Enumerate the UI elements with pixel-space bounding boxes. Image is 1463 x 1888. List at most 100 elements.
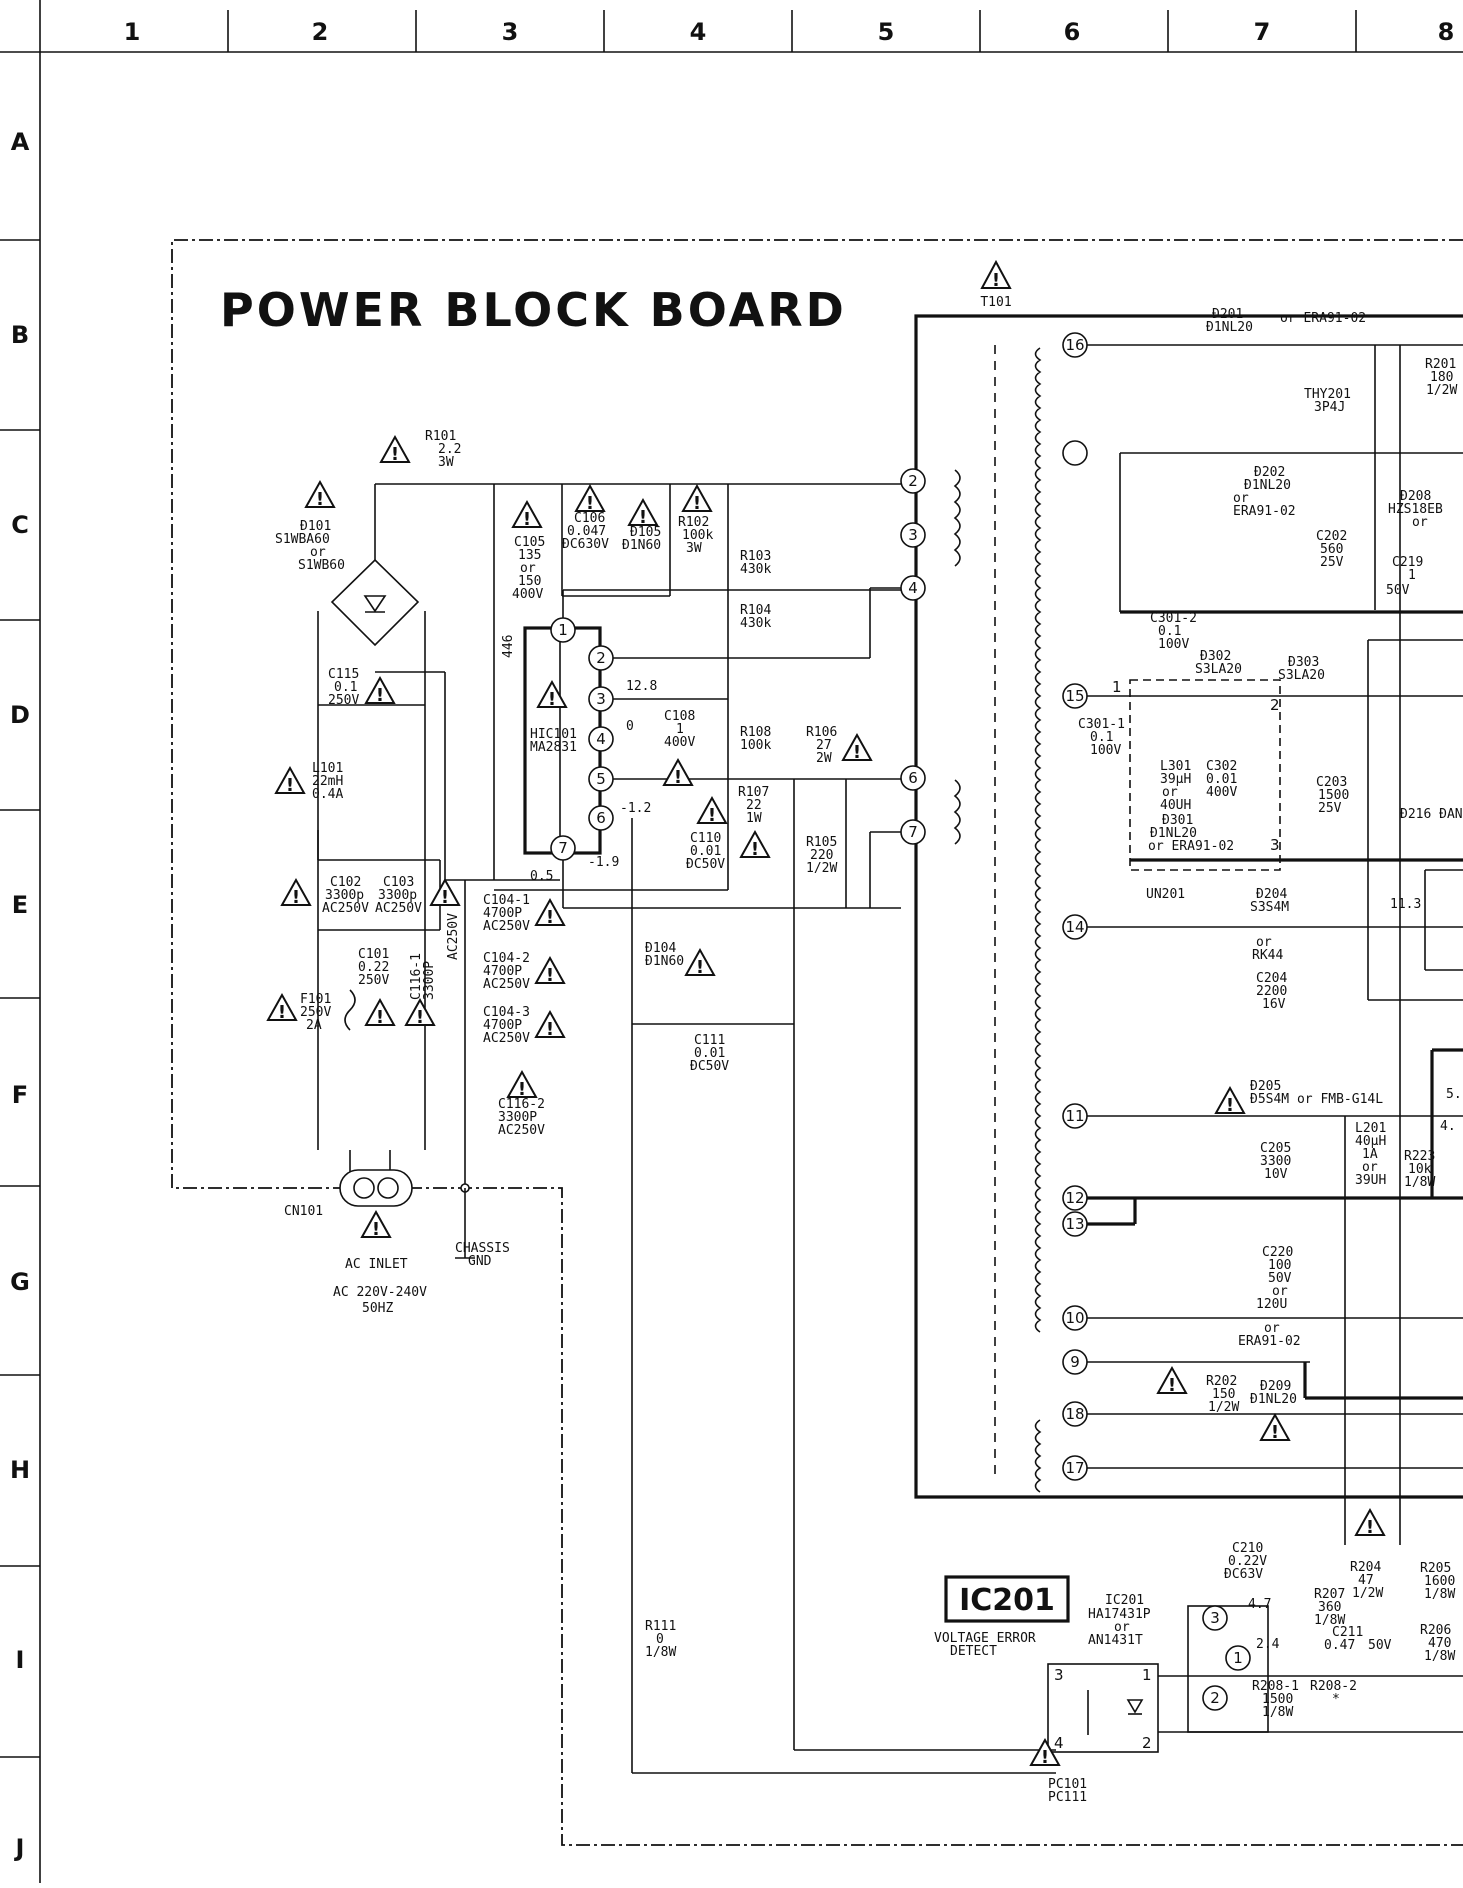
ic201-alt: AN1431T [1088,1633,1143,1648]
r108-ref: R108 [740,725,771,740]
t101-label: T101 [980,295,1011,310]
l301-ref: L301 [1160,759,1191,774]
ac-input-wiring [317,483,901,1188]
photocoupler-pc101: 3 4 1 2 [1047,1663,1159,1753]
c116-1-value: 3300P [422,961,437,1000]
ic201-pin-2: 2 [1210,1689,1220,1707]
un201-pin-1: 1 [1112,678,1122,696]
c202-value: 560 [1320,542,1343,557]
d201-ref: Ð201 [1212,307,1243,322]
pc111-ref: PC111 [1048,1790,1087,1805]
c203-value: 1500 [1318,788,1349,803]
c106-value: 0.047 [567,524,606,539]
svg-text:!: ! [391,444,399,465]
grid-col-2: 2 [312,18,329,46]
ic201-box-label: IC201 [959,1583,1055,1618]
l101-current: 0.4A [312,787,343,802]
r201-value: 180 [1430,370,1453,385]
c101-volt: 250V [358,973,389,988]
hic-pin-4: 4 [596,730,606,748]
l301-alt: 40UH [1160,798,1191,813]
c301-2-value: 0.1 [1158,624,1181,639]
t101-warning: ! T101 [980,259,1012,310]
un201-pin-3: 3 [1270,836,1280,854]
r204-ref: R204 [1350,1560,1381,1575]
d101-part: S1WBA60 [275,532,330,547]
d216-ref: Ð216 ÐAN [1400,807,1463,822]
d303-ref: Ð303 [1288,655,1319,670]
r101-power: 3W [438,455,454,470]
ic201-pin-1: 1 [1233,1649,1243,1667]
d208-ref: Ð208 [1400,489,1431,504]
c219-volt: 50V [1386,583,1410,598]
t101-secondary-pins: 16 15 14 11 12 13 10 9 18 17 [1062,332,1088,1481]
inlet-label: AC INLET [345,1257,408,1272]
voltage-5: 5. [1446,1087,1462,1102]
hic101-part: MA2831 [530,740,577,755]
hic-pin-5: 5 [596,770,606,788]
t101-pin-6: 6 [908,769,918,787]
c205-ref: C205 [1260,1141,1291,1156]
grid-row-b: B [11,321,29,349]
hic-pin-7: 7 [558,839,568,857]
un201-ref: UN201 [1146,887,1185,902]
c105-value: 135 [518,548,541,563]
r201-power: 1/2W [1426,383,1457,398]
c302-value: 0.01 [1206,772,1237,787]
r102-value: 100k [682,528,713,543]
d209-alt: ERA91-02 [1238,1334,1301,1349]
d101-alt: S1WB60 [298,558,345,573]
svg-text:!: ! [674,767,682,788]
r208-1-power: 1/8W [1262,1705,1293,1720]
r205-power: 1/8W [1424,1587,1455,1602]
f101-volt: 250V [300,1005,331,1020]
thy201-part: 3P4J [1314,400,1345,415]
c210-volt: ÐC63V [1224,1567,1263,1582]
c101-ref: C101 [358,947,389,962]
r106-value: 27 [816,738,832,753]
pc-pin-3: 3 [1054,1666,1064,1684]
grid-row-a: A [11,128,30,156]
t101-pin-2: 2 [908,472,918,490]
r103-ref: R103 [740,549,771,564]
grid-row-e: E [12,891,28,919]
svg-text:!: ! [546,907,554,928]
r205-ref: R205 [1420,1561,1451,1576]
c205-volt: 10V [1264,1167,1288,1182]
t101-pin-4: 4 [908,579,918,597]
c301-1-volt: 100V [1090,743,1121,758]
c103-value: 3300p [378,888,417,903]
t101-pin-12: 12 [1065,1189,1084,1207]
r101-ref: R101 [425,429,456,444]
ic201-ref: IC201 [1105,1593,1144,1608]
ic201-label-box: IC201 [944,1575,1070,1623]
c203-ref: C203 [1316,775,1347,790]
c115-ref: C115 [328,667,359,682]
ic201-pin-3: 3 [1210,1609,1220,1627]
c110-ref: C110 [690,831,721,846]
pc101-ref: PC101 [1048,1777,1087,1792]
svg-text:!: ! [1168,1375,1176,1396]
r111-ref: R111 [645,1619,676,1634]
ic201-note-1: VOLTAGE ERROR [934,1631,1036,1646]
c108-ref: C108 [664,709,695,724]
svg-text:!: ! [546,1019,554,1040]
r111-power: 1/8W [645,1645,676,1660]
grid-row-labels: A B C D E F G H I J [10,128,30,1862]
c102-ref: C102 [330,875,361,890]
svg-text:!: ! [316,489,324,510]
f101-ref: F101 [300,992,331,1007]
r108-value: 100k [740,738,771,753]
c116-2-volt: AC250V [498,1123,545,1138]
r223-power: 1/8W [1404,1175,1435,1190]
d205-part: Ð5S4M or FMB-G14L [1250,1092,1383,1107]
t101-pin-18: 18 [1065,1405,1084,1423]
f101-current: 2A [306,1018,322,1033]
t101-pin-11: 11 [1065,1107,1084,1125]
l301-value: 39μH [1160,772,1191,787]
svg-text:!: ! [548,689,556,710]
ic201-shunt-regulator: 3 1 2 [1158,1605,1463,1733]
d301-ref: Ð301 [1162,813,1193,828]
grid-row-d: D [10,701,30,729]
c301-2-volt: 100V [1158,637,1189,652]
